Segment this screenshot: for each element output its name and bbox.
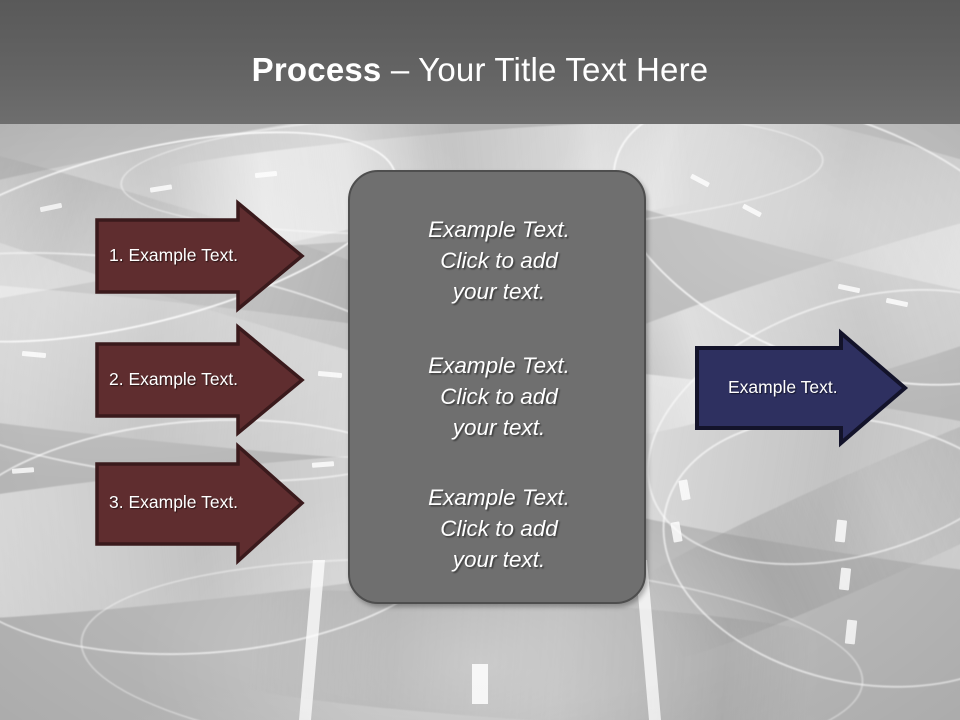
title-rest-part: – Your Title Text Here [381, 51, 709, 88]
arrow-shape [95, 199, 305, 313]
center-text-block-1: Example Text. Click to add your text. [428, 217, 570, 304]
process-step-arrow-3-label: 3. Example Text. [109, 492, 239, 512]
lane-dash [472, 664, 488, 704]
center-content-panel[interactable]: Example Text. Click to add your text. Ex… [348, 170, 646, 604]
center-text-block-3: Example Text. Click to add your text. [428, 485, 570, 572]
process-step-arrow-2-label: 2. Example Text. [109, 369, 239, 389]
process-step-arrow-1-label: 1. Example Text. [109, 245, 239, 265]
process-step-arrow-1[interactable]: 1. Example Text. [95, 199, 305, 313]
title-bold-part: Process [251, 51, 382, 88]
arrow-shape [695, 328, 909, 448]
result-arrow[interactable]: Example Text. [694, 328, 909, 448]
title-band [0, 0, 960, 124]
result-arrow-label: Example Text. [728, 377, 838, 397]
process-step-arrow-2[interactable]: 2. Example Text. [95, 323, 305, 437]
page-title: Process – Your Title Text Here [0, 50, 960, 90]
arrow-shape [95, 323, 305, 437]
center-text-block-2: Example Text. Click to add your text. [428, 353, 570, 440]
process-step-arrow-3[interactable]: 3. Example Text. [95, 442, 305, 565]
arrow-shape [95, 442, 305, 565]
